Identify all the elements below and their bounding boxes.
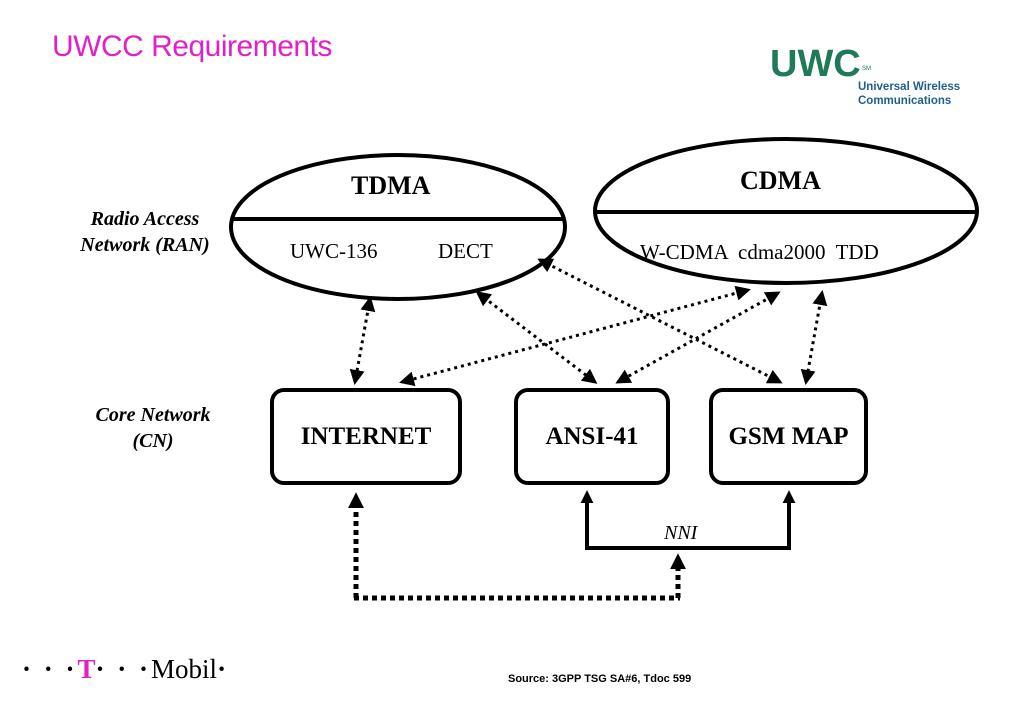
brand-dots-mid: · · · xyxy=(95,654,152,684)
gsm-map-box: GSM MAP xyxy=(709,388,868,485)
tdma-ellipse xyxy=(229,153,567,301)
uwc-logo-mark: UWC xyxy=(770,43,861,85)
uwc-logo-sm: SM xyxy=(862,66,871,72)
page-title: UWCC Requirements xyxy=(52,30,332,63)
cn-label-line2: (CN) xyxy=(132,430,174,452)
internet-label: INTERNET xyxy=(300,422,432,450)
ansi41-label: ANSI-41 xyxy=(545,422,639,450)
link-tdma-internet xyxy=(349,296,376,385)
brand-dot-end: · xyxy=(217,654,230,684)
cn-label-line1: Core Network xyxy=(95,404,211,426)
link-cdma-ansi xyxy=(615,291,781,384)
source-note: Source: 3GPP TSG SA#6, Tdoc 599 xyxy=(508,673,692,685)
link-cdma-internet xyxy=(399,285,751,387)
cdma-title: CDMA xyxy=(740,166,821,195)
ran-layer-label: Radio Access Network (RAN) xyxy=(50,206,240,258)
nni-label: NNI xyxy=(664,522,698,544)
tdma-uwc136: UWC-136 xyxy=(290,239,378,263)
uwc-logo-line1: Universal Wireless xyxy=(858,81,961,93)
link-tdma-ansi xyxy=(475,291,598,384)
ran-label-line1: Radio Access xyxy=(90,208,200,230)
cn-layer-label: Core Network (CN) xyxy=(58,402,248,454)
uwc-logo-line2: Communications xyxy=(858,95,952,107)
cdma-technologies: W-CDMA cdma2000 TDD xyxy=(640,240,879,264)
brand-t: T xyxy=(77,654,96,684)
uwc-logo-subtitle: Universal Wireless Communications xyxy=(858,80,960,108)
t-mobile-logo: · · ·T· · ·Mobil· xyxy=(22,654,229,685)
uwc-logo: UWC SM xyxy=(770,43,871,85)
tdma-title: TDMA xyxy=(351,171,431,200)
brand-name: Mobil xyxy=(151,654,218,684)
ran-label-line2: Network (RAN) xyxy=(80,234,210,256)
link-cdma-gsm xyxy=(800,290,828,385)
internet-box: INTERNET xyxy=(270,388,462,485)
ansi41-box: ANSI-41 xyxy=(514,388,670,485)
tdma-dect: DECT xyxy=(438,239,493,263)
brand-dots-left: · · · xyxy=(22,654,78,684)
gsm-map-label: GSM MAP xyxy=(728,422,849,450)
